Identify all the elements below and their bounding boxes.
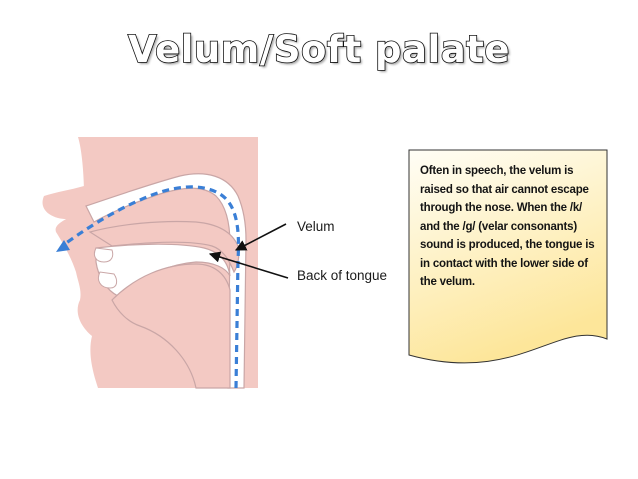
note-background bbox=[408, 149, 608, 364]
note-box: Often in speech, the velum is raised so … bbox=[408, 149, 608, 374]
upper-lip bbox=[93, 247, 114, 263]
oral-cavity bbox=[95, 243, 231, 297]
lower-lip bbox=[97, 271, 118, 289]
airflow-arrowhead bbox=[56, 240, 70, 252]
tongue bbox=[111, 263, 231, 389]
slide-title: Velum/Soft palate bbox=[127, 27, 510, 72]
velum-pointer-arrow bbox=[235, 223, 287, 251]
label-back-of-tongue: Back of tongue bbox=[297, 268, 388, 283]
back-of-tongue-pointer-arrow bbox=[208, 251, 289, 279]
nose bbox=[42, 186, 92, 220]
note-text: Often in speech, the velum is raised so … bbox=[420, 165, 595, 288]
label-velum: Velum bbox=[297, 219, 335, 234]
airflow-path bbox=[61, 185, 241, 389]
